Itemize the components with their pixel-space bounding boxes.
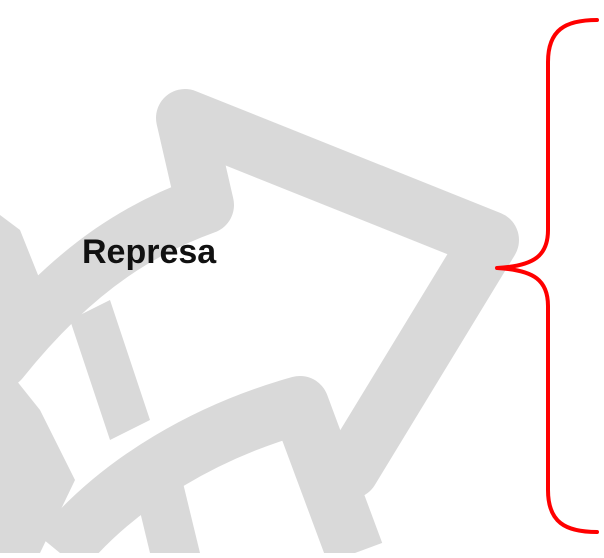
arrow-watermark-icon	[0, 89, 519, 558]
globe-stripe-2	[0, 360, 75, 553]
represa-label: Represa	[82, 233, 217, 271]
globe-stripe-3	[70, 300, 150, 440]
curly-brace-icon	[495, 18, 599, 534]
arrow-band-inner	[37, 376, 383, 558]
globe-stripe-1	[0, 215, 60, 330]
globe-stripe-4	[130, 450, 200, 553]
